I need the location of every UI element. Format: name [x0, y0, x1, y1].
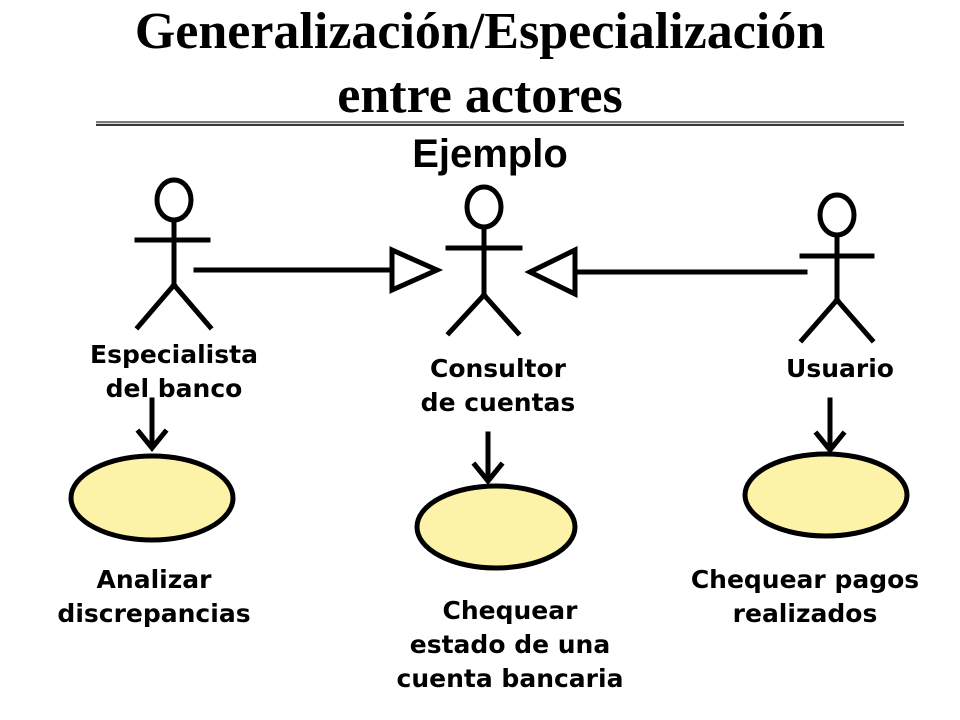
use-case-label-chequear-estado: Chequear estado de una cuenta bancaria: [396, 596, 624, 693]
actor-label-especialista: Especialista del banco: [90, 340, 258, 403]
actor-figure-consultor: [445, 184, 523, 337]
actor-label-usuario: Usuario: [786, 354, 894, 383]
association-arrow-consultor: [471, 431, 505, 485]
use-case-analizar: [68, 453, 236, 543]
association-arrow-usuario: [813, 397, 847, 454]
title-underline: [96, 121, 904, 126]
use-case-chequear-pagos: [742, 451, 910, 539]
use-case-label-chequear-pagos: Chequear pagos realizados: [690, 565, 920, 628]
generalization-arrow-especialista: [193, 246, 444, 294]
use-case-label-analizar: Analizar discrepancias: [57, 565, 251, 628]
slide-subtitle: Ejemplo: [412, 132, 568, 176]
actor-figure-especialista: [134, 177, 214, 331]
association-arrow-especialista: [135, 397, 169, 452]
slide-title-line-2: entre actores: [337, 67, 623, 124]
use-case-chequear-estado: [414, 483, 578, 571]
actor-figure-usuario: [798, 192, 876, 344]
actor-label-consultor: Consultor de cuentas: [420, 354, 576, 417]
generalization-arrow-usuario: [524, 245, 808, 299]
slide-title-line-1: Generalización/Especialización: [134, 3, 826, 60]
